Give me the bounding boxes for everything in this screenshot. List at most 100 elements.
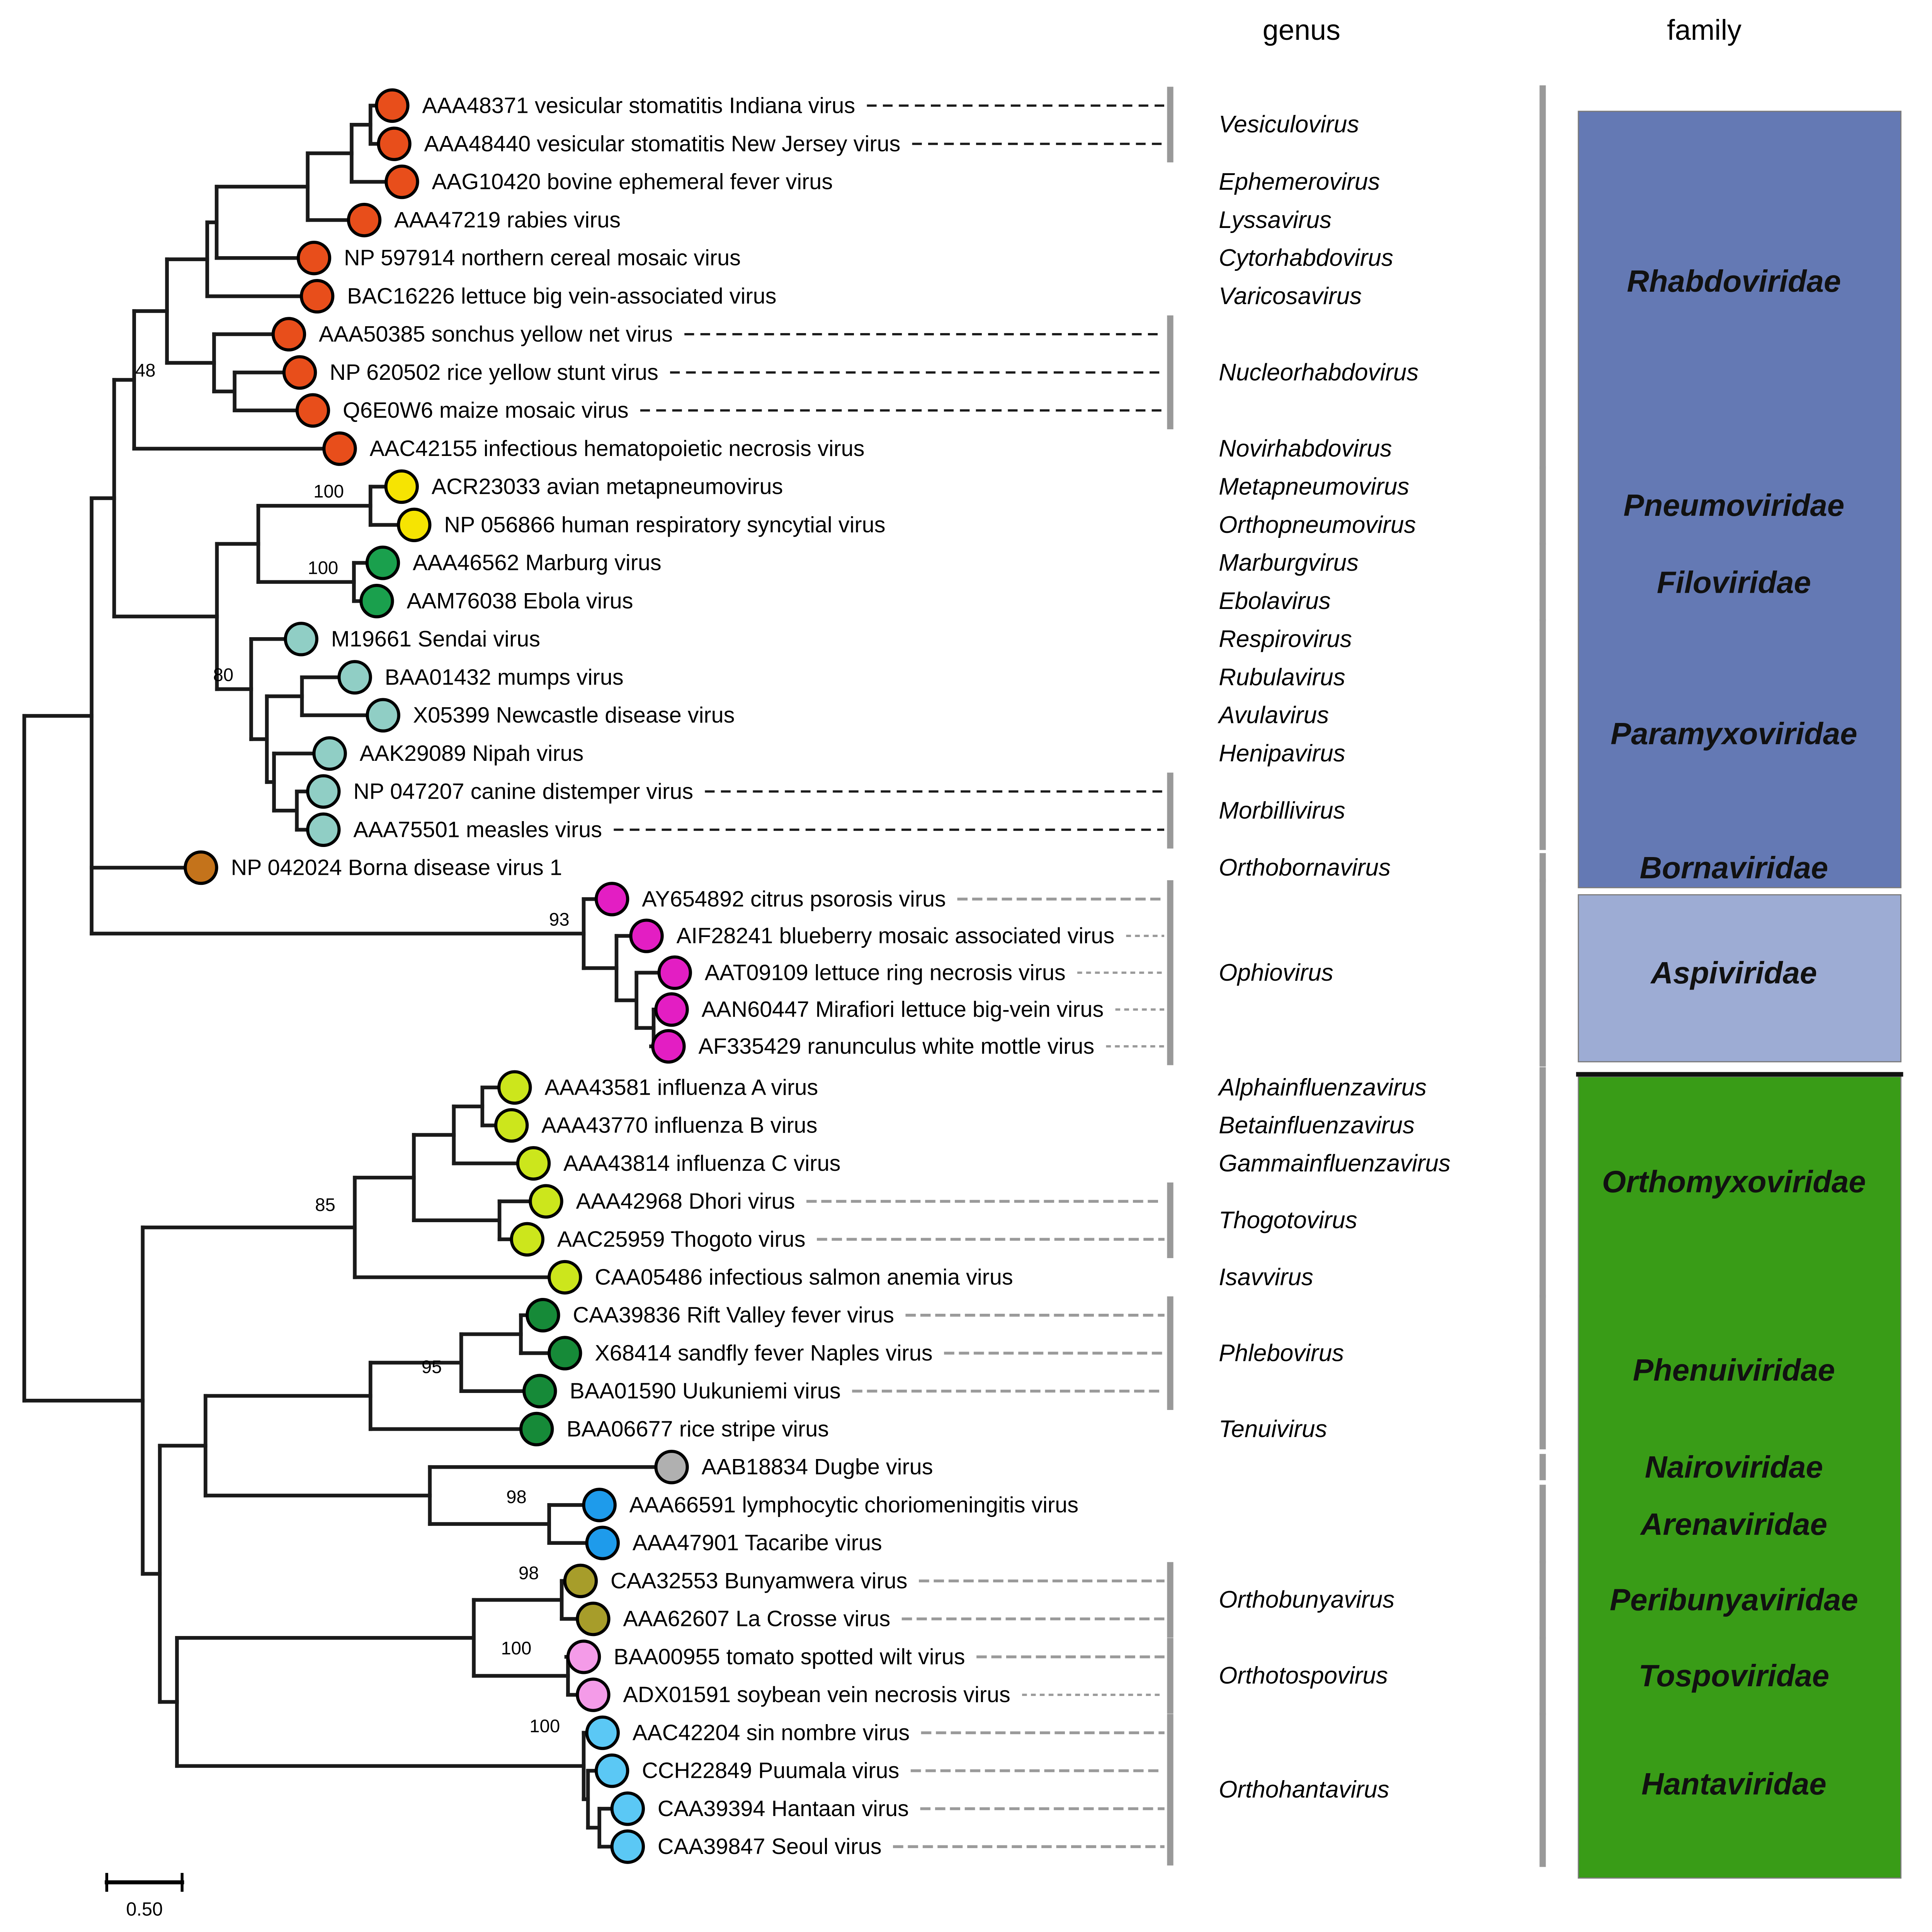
genus-label: Morbillivirus — [1219, 797, 1345, 824]
tip-circle-paramyxo — [366, 698, 400, 733]
taxon-label: NP 597914 northern cereal mosaic virus — [344, 246, 741, 270]
bootstrap-support-label: 48 — [135, 360, 156, 381]
family-box — [1578, 111, 1901, 888]
tip-circle-nairo — [654, 1450, 689, 1485]
tip-circle-peribunya — [576, 1601, 611, 1636]
tip-circle-arena — [585, 1526, 620, 1560]
tip-circle-arena — [582, 1488, 617, 1522]
family-label: Paramyxoviridae — [1611, 716, 1857, 751]
tip-circle-orthomyxo — [497, 1070, 532, 1105]
genus-label: Vesiculovirus — [1219, 111, 1359, 138]
taxon-label: AAA62607 La Crosse virus — [623, 1607, 890, 1631]
tip-circle-rhabdo — [375, 88, 410, 123]
taxon-label: AAA48371 vesicular stomatitis Indiana vi… — [422, 93, 855, 118]
family-label: Peribunyaviridae — [1610, 1583, 1858, 1617]
tip-circle-filo — [359, 583, 394, 619]
bootstrap-support-label: 100 — [313, 481, 344, 502]
family-label: Filoviridae — [1657, 565, 1811, 599]
tip-circle-rhabdo — [347, 202, 382, 238]
taxon-label: X05399 Newcastle disease virus — [413, 703, 735, 728]
tip-circle-peribunya — [563, 1563, 598, 1599]
tip-circle-pneumo — [397, 507, 432, 543]
taxon-label: AAA75501 measles virus — [353, 817, 602, 842]
leader-lines-layer — [614, 104, 1165, 1848]
tip-circle-aspi — [629, 918, 664, 953]
bootstrap-support-label: 85 — [315, 1195, 335, 1215]
tip-circle-rhabdo — [384, 164, 419, 199]
taxon-label: X68414 sandfly fever Naples virus — [595, 1341, 932, 1366]
tip-circle-phenui — [522, 1374, 557, 1408]
tip-circle-hanta — [595, 1753, 629, 1788]
taxon-label: M19661 Sendai virus — [331, 627, 540, 651]
taxon-label: AAT09109 lettuce ring necrosis virus — [705, 960, 1066, 985]
family-label: Tospoviridae — [1639, 1658, 1829, 1693]
taxon-label: AF335429 ranunculus white mottle virus — [699, 1034, 1095, 1059]
genus-label: Tenuivirus — [1219, 1416, 1327, 1442]
genus-label: Lyssavirus — [1219, 207, 1332, 233]
genus-label: Cytorhabdovirus — [1219, 245, 1393, 271]
bootstrap-support-label: 100 — [529, 1716, 560, 1736]
family-label: Arenaviridae — [1640, 1507, 1827, 1541]
genus-label: Henipavirus — [1219, 740, 1345, 767]
family-column-header: family — [1667, 14, 1742, 46]
taxon-label: AAA46562 Marburg virus — [413, 551, 662, 575]
tip-circle-rhabdo — [282, 355, 317, 390]
taxon-label: AAC42155 infectious hematopoietic necros… — [370, 436, 865, 461]
genus-label: Metapneumovirus — [1219, 473, 1409, 500]
tip-circle-hanta — [585, 1715, 620, 1750]
tip-circle-orthomyxo — [548, 1260, 582, 1295]
genus-label: Ephemerovirus — [1219, 168, 1380, 195]
taxon-label: BAA06677 rice stripe virus — [566, 1417, 829, 1441]
genus-label: Orthopneumovirus — [1219, 512, 1416, 538]
genus-label: Isavvirus — [1219, 1264, 1313, 1291]
tip-circle-aspi — [651, 1029, 686, 1064]
taxon-label: CAA39394 Hantaan virus — [658, 1796, 909, 1821]
bootstrap-support-label: 98 — [519, 1563, 539, 1583]
taxon-label: AAM76038 Ebola virus — [407, 589, 633, 614]
taxon-label: BAA01432 mumps virus — [385, 665, 624, 690]
genus-label: Orthobunyavirus — [1219, 1587, 1395, 1613]
family-label: Aspiviridae — [1650, 956, 1817, 990]
taxon-label: NP 047207 canine distemper virus — [353, 779, 693, 804]
genus-column-header: genus — [1263, 14, 1340, 46]
tip-circle-rhabdo — [322, 431, 357, 466]
taxon-label: AAK29089 Nipah virus — [360, 741, 584, 766]
tip-circle-paramyxo — [337, 660, 372, 695]
family-label: Nairoviridae — [1645, 1450, 1823, 1484]
tip-circle-phenui — [526, 1298, 560, 1333]
taxon-label: AAA47219 rabies virus — [394, 208, 621, 233]
genus-label: Respirovirus — [1219, 626, 1352, 652]
taxon-label: NP 620502 rice yellow stunt virus — [330, 360, 658, 385]
tip-circle-paramyxo — [306, 812, 341, 847]
taxon-label: CAA05486 infectious salmon anemia virus — [595, 1265, 1013, 1290]
taxon-label: AAA48440 vesicular stomatitis New Jersey… — [424, 131, 901, 156]
labels-layer: AAA48371 vesicular stomatitis Indiana vi… — [135, 93, 1866, 1859]
genus-label: Nucleorhabdovirus — [1219, 359, 1418, 386]
genus-label: Orthotospovirus — [1219, 1662, 1388, 1689]
tip-circle-tospo — [576, 1677, 611, 1712]
tip-circle-hanta — [610, 1829, 645, 1864]
bracket-bars-layer — [1167, 85, 1546, 1867]
taxon-label: CAA39847 Seoul virus — [658, 1834, 882, 1859]
taxon-label: CAA32553 Bunyamwera virus — [611, 1568, 908, 1593]
taxon-label: AAG10420 bovine ephemeral fever virus — [432, 170, 833, 194]
genus-label: Phlebovirus — [1219, 1340, 1344, 1366]
genus-label: Alphainfluenzavirus — [1217, 1074, 1427, 1101]
bootstrap-support-label: 93 — [549, 909, 570, 930]
tip-circle-pneumo — [384, 469, 419, 504]
tip-circle-rhabdo — [271, 317, 306, 352]
bootstrap-support-label: 80 — [213, 665, 234, 685]
taxon-label: ACR23033 avian metapneumovirus — [432, 474, 783, 499]
genus-label: Gammainfluenzavirus — [1219, 1150, 1451, 1177]
family-label: Pneumoviridae — [1623, 488, 1844, 522]
tip-circle-phenui — [548, 1336, 582, 1371]
tip-circle-paramyxo — [284, 622, 318, 656]
tip-markers-layer — [184, 88, 692, 1864]
taxon-label: AAB18834 Dugbe virus — [702, 1455, 933, 1480]
tip-circle-orthomyxo — [510, 1222, 544, 1257]
taxon-label: ADX01591 soybean vein necrosis virus — [623, 1682, 1010, 1707]
taxon-label: AAA66591 lymphocytic choriomeningitis vi… — [629, 1493, 1078, 1517]
genus-label: Rubulavirus — [1219, 664, 1345, 690]
tip-circle-orthomyxo — [494, 1108, 529, 1143]
